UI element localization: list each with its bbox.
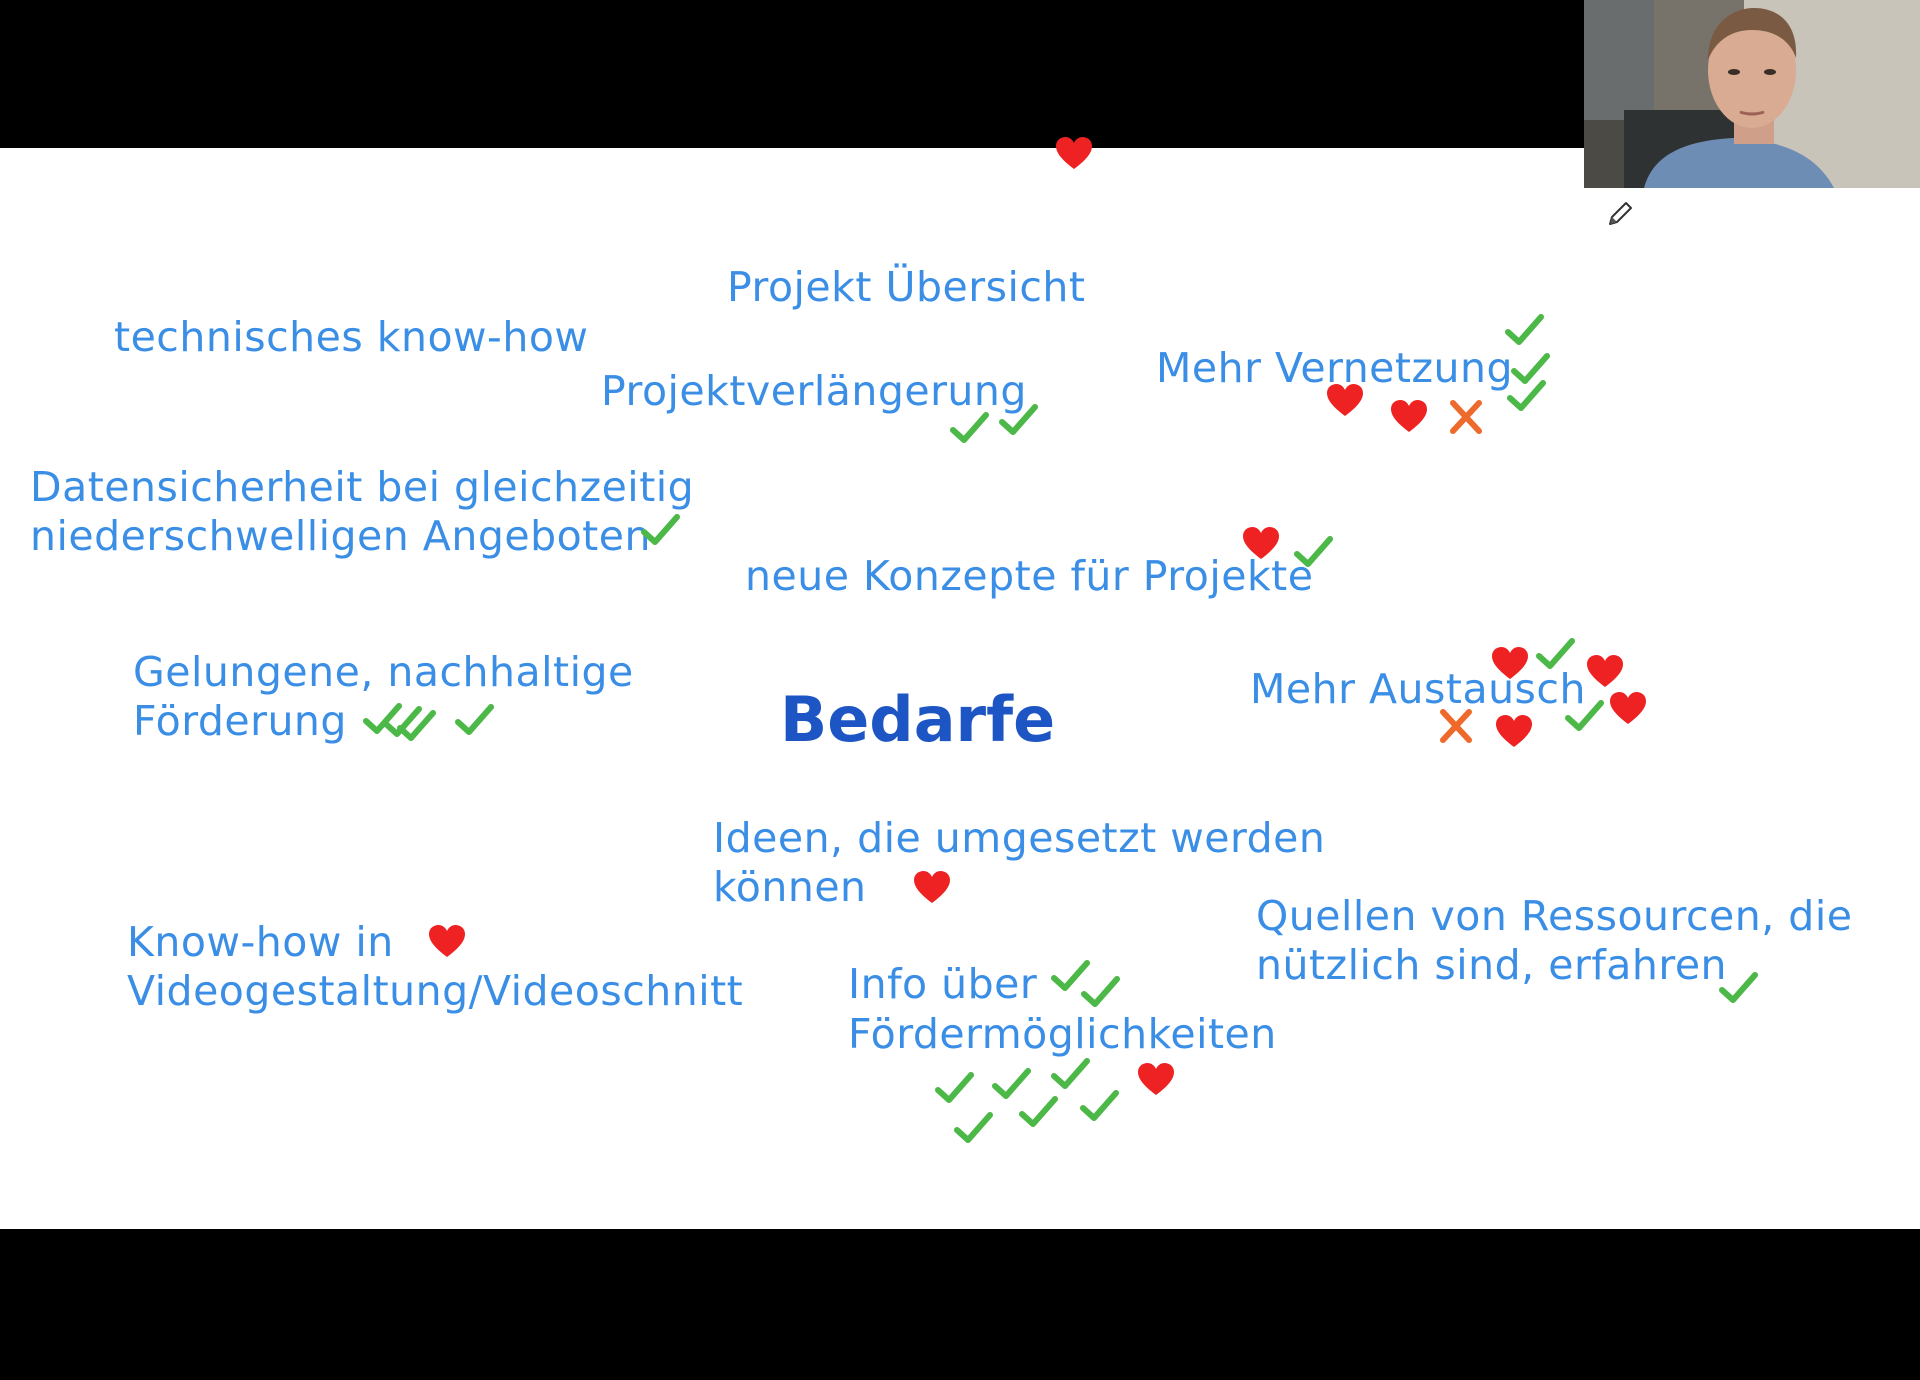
- check-icon: [949, 410, 989, 446]
- heart-icon: [1389, 399, 1429, 435]
- item-foerderung-line2: Förderung: [133, 697, 347, 745]
- check-icon: [1293, 534, 1333, 570]
- check-icon: [396, 708, 436, 744]
- heart-icon: [1241, 526, 1281, 562]
- check-icon: [1564, 698, 1604, 734]
- item-datensicherheit-line1: Datensicherheit bei gleichzeitig: [30, 463, 695, 511]
- check-icon: [1506, 378, 1546, 414]
- heart-icon: [427, 924, 467, 960]
- item-neue-konzepte: neue Konzepte für Projekte: [745, 552, 1314, 600]
- presentation-slide: Bedarfe Projekt Übersicht technisches kn…: [0, 148, 1920, 1229]
- presenter-webcam-video: [1584, 0, 1920, 188]
- item-mehr-vernetzung: Mehr Vernetzung: [1156, 344, 1514, 392]
- item-quellen-line2: nützlich sind, erfahren: [1256, 941, 1728, 989]
- item-projektverlaengerung: Projektverlängerung: [601, 367, 1027, 415]
- heart-icon: [1136, 1062, 1176, 1098]
- check-icon: [1080, 974, 1120, 1010]
- heart-icon: [1325, 383, 1365, 419]
- cross-icon: [1436, 708, 1476, 744]
- cross-icon: [1446, 399, 1486, 435]
- check-icon: [1504, 312, 1544, 348]
- heart-icon: [912, 870, 952, 906]
- check-icon: [998, 402, 1038, 438]
- check-icon: [1079, 1088, 1119, 1124]
- heart-icon: [1608, 691, 1648, 727]
- heart-icon: [1054, 136, 1094, 172]
- item-ideen-line1: Ideen, die umgesetzt werden: [713, 814, 1326, 862]
- check-icon: [934, 1070, 974, 1106]
- slide-title: Bedarfe: [780, 683, 1056, 756]
- heart-icon: [1490, 646, 1530, 682]
- check-icon: [1535, 636, 1575, 672]
- check-icon: [1018, 1094, 1058, 1130]
- item-projekt-uebersicht: Projekt Übersicht: [727, 263, 1086, 311]
- item-info-line2: Fördermöglichkeiten: [848, 1010, 1277, 1058]
- item-technisches-knowhow: technisches know-how: [114, 313, 589, 361]
- item-mehr-austausch: Mehr Austausch: [1250, 665, 1586, 713]
- check-icon: [953, 1110, 993, 1146]
- check-icon: [454, 702, 494, 738]
- heart-icon: [1585, 654, 1625, 690]
- item-ideen-line2: können: [713, 863, 867, 911]
- check-icon: [640, 512, 680, 548]
- item-knowhow-video-line2: Videogestaltung/Videoschnitt: [127, 967, 744, 1015]
- item-quellen-line1: Quellen von Ressourcen, die: [1256, 892, 1853, 940]
- item-knowhow-video-line1: Know-how in: [127, 918, 394, 966]
- item-foerderung-line1: Gelungene, nachhaltige: [133, 648, 634, 696]
- check-icon: [1050, 1056, 1090, 1092]
- pen-icon[interactable]: [1604, 198, 1636, 230]
- check-icon: [1718, 970, 1758, 1006]
- item-info-line1: Info über: [848, 960, 1038, 1008]
- item-datensicherheit-line2: niederschwelligen Angeboten: [30, 512, 651, 560]
- heart-icon: [1494, 714, 1534, 750]
